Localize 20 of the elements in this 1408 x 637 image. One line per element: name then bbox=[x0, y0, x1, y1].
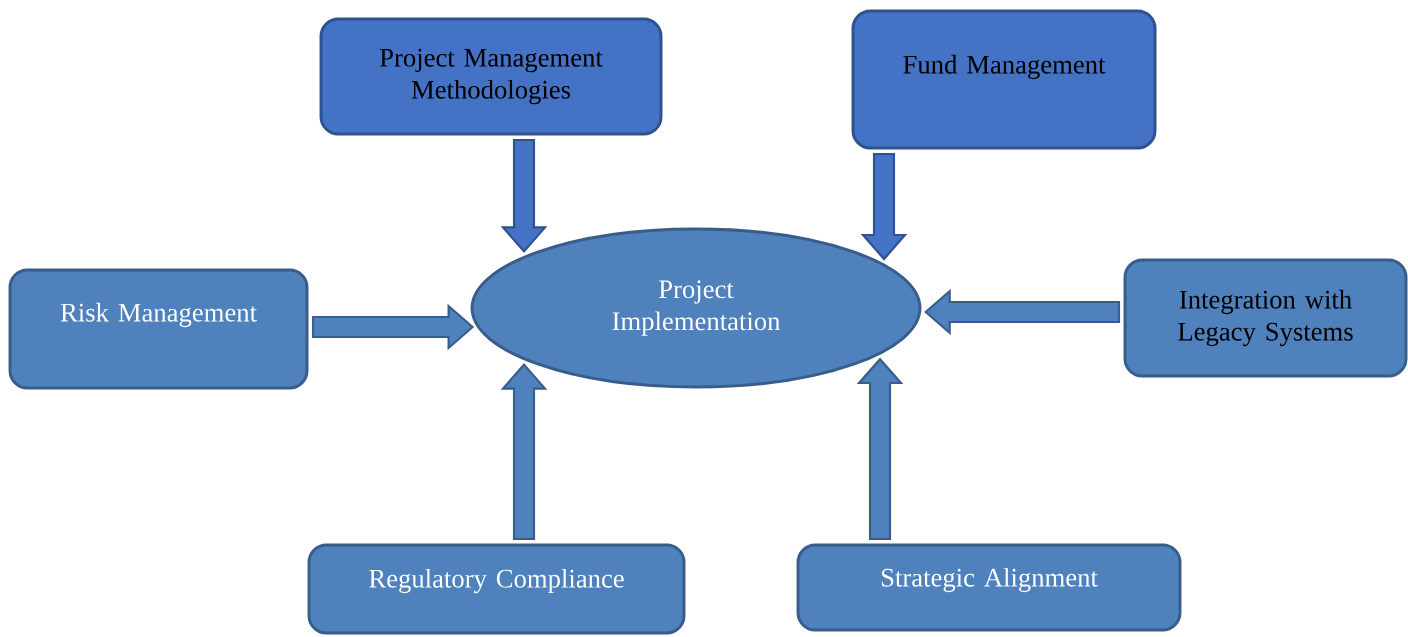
block-arrow bbox=[500, 363, 548, 541]
process-box bbox=[8, 268, 309, 390]
block-arrow bbox=[860, 152, 908, 261]
process-box bbox=[307, 543, 686, 635]
node-label: Strategic Alignment bbox=[881, 567, 1098, 593]
node-label: Fund Management bbox=[903, 54, 1106, 80]
node-label: Project Management Methodologies bbox=[379, 48, 603, 105]
node-label: Regulatory Compliance bbox=[369, 568, 624, 594]
block-arrow bbox=[500, 138, 548, 253]
block-arrow bbox=[856, 357, 904, 541]
node-label: Project Implementation bbox=[612, 280, 781, 336]
block-arrow bbox=[311, 303, 475, 351]
block-arrow bbox=[924, 288, 1121, 336]
node-label: Integration with Legacy Systems bbox=[1178, 289, 1353, 347]
process-ellipse bbox=[470, 227, 922, 389]
process-box bbox=[851, 9, 1157, 150]
process-box bbox=[796, 543, 1182, 632]
process-box bbox=[1123, 258, 1408, 378]
process-box bbox=[319, 17, 663, 136]
node-label: Risk Management bbox=[60, 302, 257, 328]
